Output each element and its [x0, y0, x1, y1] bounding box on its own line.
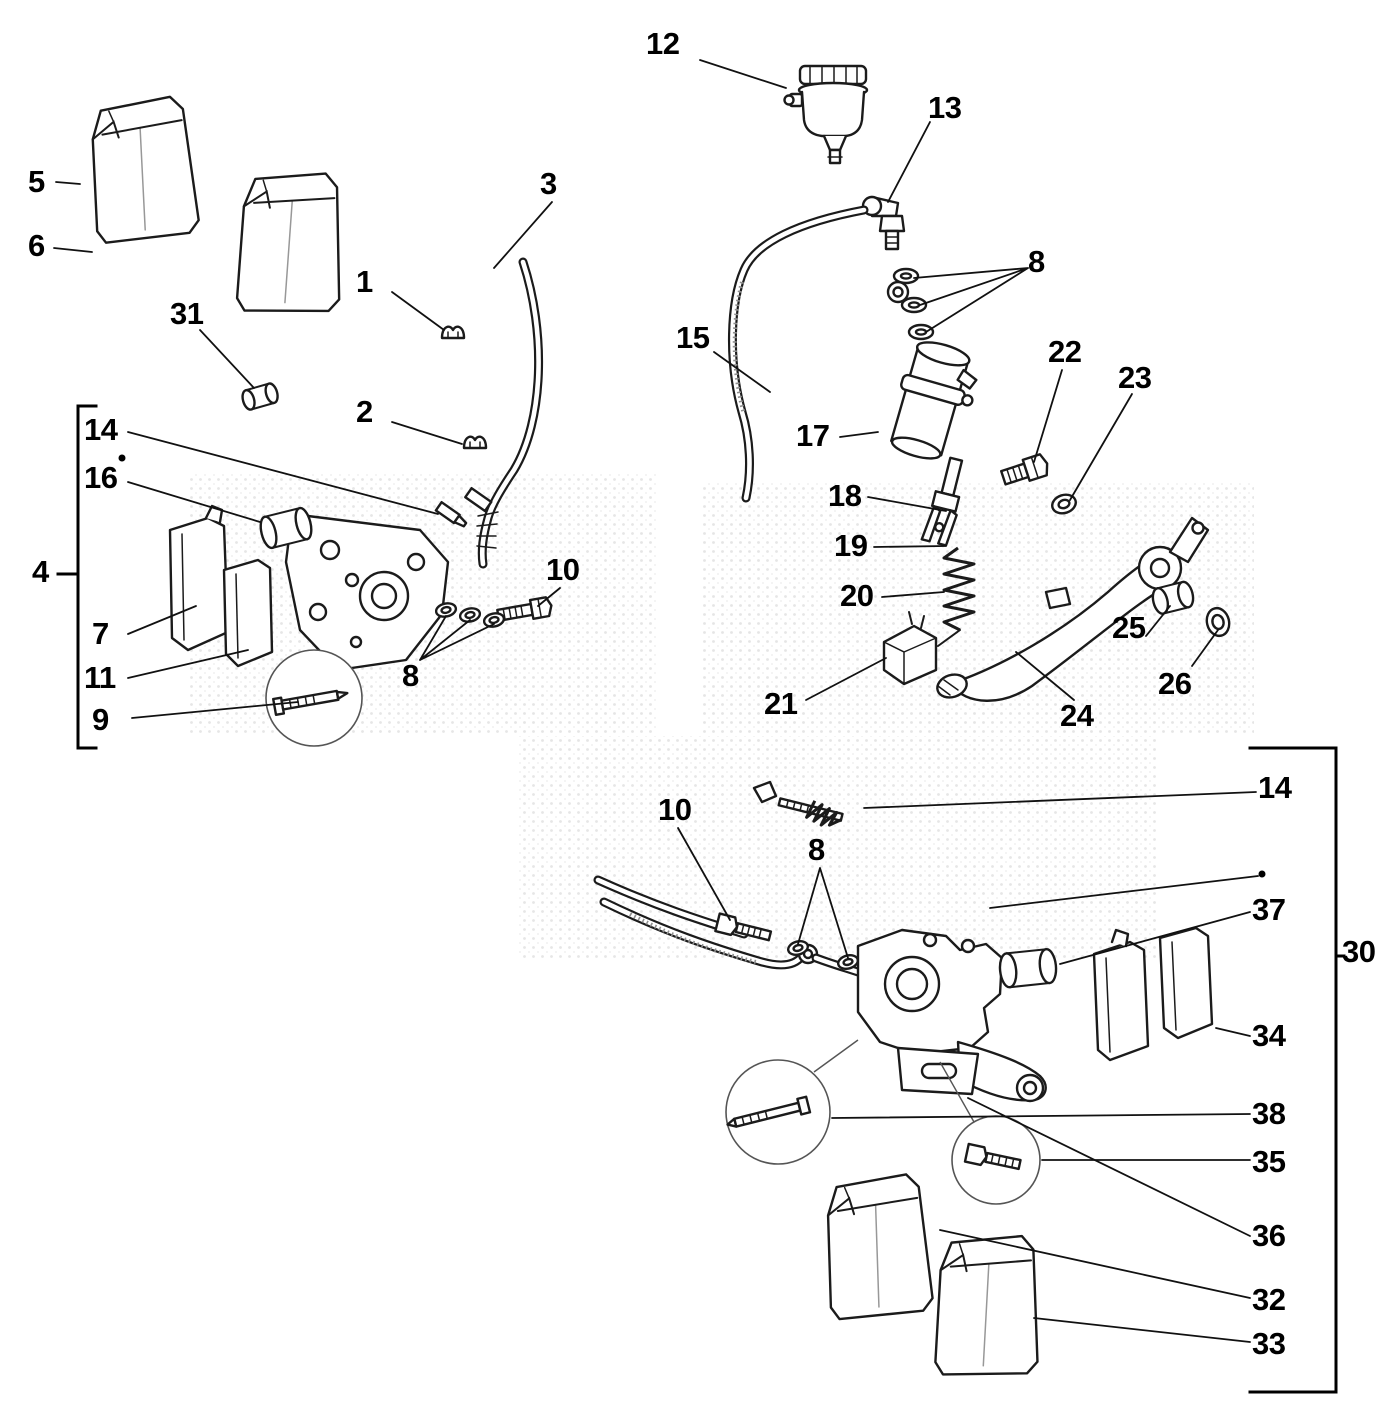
callout-24: 24 — [1060, 698, 1094, 733]
return-spring — [937, 546, 976, 647]
front-brake-hose — [476, 257, 544, 569]
brake-light-switch — [882, 611, 938, 686]
brake-pedal — [936, 516, 1210, 702]
callout-18: 18 — [828, 478, 862, 513]
washers-front — [434, 602, 506, 628]
callout-33: 33 — [1252, 1326, 1286, 1361]
callout-32: 32 — [1252, 1282, 1286, 1317]
hose-clip-2 — [462, 435, 488, 450]
washers-rear — [786, 940, 860, 970]
parts-bag-33 — [933, 1232, 1044, 1379]
callout-7: 7 — [92, 616, 109, 651]
pushrod-clevis — [920, 456, 964, 547]
hose-clip-1 — [440, 325, 466, 340]
callout-2: 2 — [356, 394, 373, 429]
leader-lines — [53, 59, 1259, 1343]
callout-16: 16 — [84, 460, 118, 495]
callout-1: 1 — [356, 264, 373, 299]
front-brake-pad-inner — [222, 558, 274, 668]
callout-23: 23 — [1118, 360, 1152, 395]
callout-12: 12 — [646, 26, 680, 61]
pad-pin-detail-front — [265, 649, 363, 747]
callout-20: 20 — [840, 578, 874, 613]
bleed-valve-rear — [752, 780, 844, 827]
fluid-reservoir — [783, 64, 869, 165]
caliper-piston-front — [259, 506, 313, 550]
callout-3: 3 — [540, 166, 557, 201]
pivot-bushing — [1151, 580, 1195, 615]
pedal-bolt — [1000, 453, 1049, 486]
caliper-piston-rear — [998, 947, 1058, 989]
front-brake-pad-outer — [168, 504, 230, 652]
pedal-stop — [1044, 586, 1072, 610]
callout-5: 5 — [28, 164, 45, 199]
parts-bag-32 — [822, 1172, 935, 1321]
rear-master-cylinder — [890, 341, 978, 460]
hose-fitting — [861, 195, 906, 251]
caliper-bolt-rear — [714, 912, 773, 942]
callout-30-bracket: 30 — [1342, 934, 1376, 969]
callout-17: 17 — [796, 418, 830, 453]
callout-6: 6 — [28, 228, 45, 263]
parts-bag-6 — [235, 168, 347, 317]
callout-10-rear: 10 — [658, 792, 692, 827]
front-caliper-bracket — [284, 512, 450, 672]
callout-21: 21 — [764, 686, 798, 721]
callout-22: 22 — [1048, 334, 1082, 369]
rear-caliper — [856, 928, 1047, 1103]
callout-14-rear: 14 — [1258, 770, 1292, 805]
callout-35: 35 — [1252, 1144, 1286, 1179]
callout-4-bracket: 4 — [32, 554, 49, 589]
banjo-washers-master — [886, 267, 935, 341]
bleed-valve-front — [434, 501, 468, 528]
bracket-group-30 — [1248, 746, 1346, 1394]
callout-15: 15 — [676, 320, 710, 355]
rear-brake-pads — [1092, 926, 1214, 1062]
callout-8-front: 8 — [402, 658, 419, 693]
callout-8-master: 8 — [1028, 244, 1045, 279]
callout-13: 13 — [928, 90, 962, 125]
callout-37: 37 — [1252, 892, 1286, 927]
parts-bag-5 — [86, 94, 201, 245]
bracket-group-4 — [56, 404, 98, 750]
callout-14-front: 14 — [84, 412, 118, 447]
callout-34: 34 — [1252, 1018, 1286, 1053]
pivot-seal — [1205, 606, 1231, 638]
pad-pin-detail-rear — [725, 1039, 859, 1165]
callout-10-front: 10 — [546, 552, 580, 587]
callout-11: 11 — [84, 660, 116, 695]
callout-25: 25 — [1112, 610, 1146, 645]
callout-31: 31 — [170, 296, 204, 331]
small-part-dot-front — [118, 454, 126, 462]
callout-9: 9 — [92, 702, 109, 737]
callout-36: 36 — [1252, 1218, 1286, 1253]
callout-8-rear: 8 — [808, 832, 825, 867]
callout-26: 26 — [1158, 666, 1192, 701]
callout-38: 38 — [1252, 1096, 1286, 1131]
mount-bolt-detail — [939, 1061, 1041, 1205]
hose-end-fitting — [464, 487, 493, 513]
small-part-dot-rear — [1258, 870, 1266, 878]
rear-brake-hose — [727, 205, 869, 503]
bushing — [241, 382, 279, 411]
callout-19: 19 — [834, 528, 868, 563]
caliper-bolt-front — [496, 596, 553, 622]
